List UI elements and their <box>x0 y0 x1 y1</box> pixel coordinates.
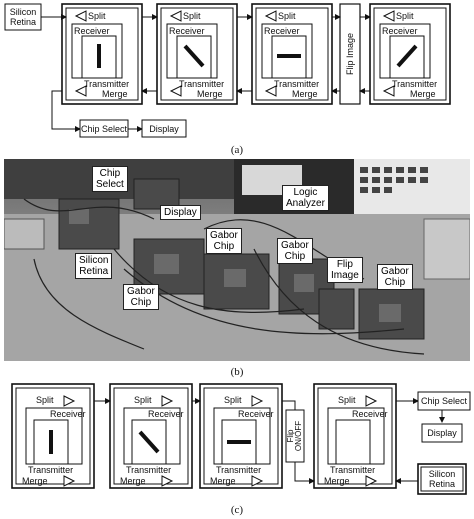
callout-flip-image: Flip Image <box>327 257 363 283</box>
svg-text:Receiver: Receiver <box>352 409 388 419</box>
caption-a: (a) <box>231 144 244 156</box>
callout-silicon-retina: Silicon Retina <box>75 253 113 279</box>
transmitter-label: Transmitter <box>84 79 129 89</box>
svg-text:Transmitter: Transmitter <box>274 79 319 89</box>
svg-text:Split: Split <box>396 11 414 21</box>
panel-a-diagram: Silicon Retina Split Receiver Transmitte… <box>4 3 451 156</box>
svg-text:Merge: Merge <box>210 476 236 486</box>
gabor-module-a-3: Split Receiver Transmitter Merge <box>251 3 333 105</box>
svg-text:Transmitter: Transmitter <box>28 465 73 475</box>
silicon-retina-label-a-1: Silicon <box>10 7 37 17</box>
chip-select-box-c: Chip Select <box>417 391 471 411</box>
photo-scene <box>4 159 470 361</box>
svg-text:Split: Split <box>338 395 356 405</box>
svg-text:Receiver: Receiver <box>264 26 300 36</box>
svg-text:Receiver: Receiver <box>169 26 205 36</box>
caption-b: (b) <box>230 366 244 378</box>
svg-text:Transmitter: Transmitter <box>392 79 437 89</box>
callout-gabor-chip-4: Gabor Chip <box>123 284 159 310</box>
svg-text:Receiver: Receiver <box>382 26 418 36</box>
svg-text:Merge: Merge <box>22 476 48 486</box>
gabor-module-c-2: Split Receiver Transmitter Merge <box>109 383 193 489</box>
caption-c: (c) <box>231 504 244 516</box>
svg-text:Split: Split <box>183 11 201 21</box>
lab-setup-photo <box>4 159 470 361</box>
silicon-retina-box-c: Silicon Retina <box>417 463 467 495</box>
panel-c-diagram: Split Receiver Transmitter Merge Split R… <box>11 383 471 516</box>
chip-select-box-a: Chip Select <box>79 119 129 138</box>
connections-a <box>51 14 371 132</box>
silicon-retina-label-a-2: Retina <box>10 17 36 27</box>
gabor-module-c-4: Split Receiver Transmitter Merge <box>313 383 397 489</box>
connections-c <box>94 398 445 484</box>
silicon-retina-label-c-2: Retina <box>429 479 455 489</box>
gabor-bar-anti-diagonal <box>396 44 418 68</box>
callout-chip-select: Chip Select <box>92 166 128 192</box>
svg-text:Receiver: Receiver <box>148 409 184 419</box>
callout-display: Display <box>160 205 201 220</box>
silicon-retina-label-c-1: Silicon <box>429 469 456 479</box>
display-label-c: Display <box>427 428 457 438</box>
display-label-a: Display <box>149 124 179 134</box>
flip-label-c-2: ON/OFF <box>294 421 303 451</box>
svg-text:Receiver: Receiver <box>50 409 86 419</box>
svg-text:Merge: Merge <box>410 89 436 99</box>
gabor-module-c-1: Split Receiver Transmitter Merge <box>11 383 95 489</box>
chip-select-label-c: Chip Select <box>421 396 468 406</box>
gabor-module-a-1: Split Receiver Transmitter Merge <box>61 3 143 105</box>
svg-text:Merge: Merge <box>120 476 146 486</box>
display-box-c: Display <box>421 423 463 443</box>
svg-text:Receiver: Receiver <box>238 409 274 419</box>
flip-label-c-1: Flip <box>286 429 295 442</box>
gabor-module-a-4: Split Receiver Transmitter Merge <box>369 3 451 105</box>
callout-logic-analyzer: Logic Analyzer <box>282 185 329 211</box>
chip-select-label-a: Chip Select <box>81 124 128 134</box>
svg-text:Transmitter: Transmitter <box>126 465 171 475</box>
silicon-retina-box-a: Silicon Retina <box>4 3 42 31</box>
svg-text:Split: Split <box>224 395 242 405</box>
gabor-module-c-3: Split Receiver Transmitter Merge <box>199 383 283 489</box>
display-box-a: Display <box>141 119 187 138</box>
svg-text:Transmitter: Transmitter <box>330 465 375 475</box>
gabor-bar-diagonal <box>183 44 205 68</box>
svg-text:Split: Split <box>278 11 296 21</box>
gabor-module-a-2: Split Receiver Transmitter Merge <box>156 3 238 105</box>
flip-image-box-a: Flip Image <box>339 3 361 105</box>
svg-text:Merge: Merge <box>324 476 350 486</box>
flip-onoff-box-c: Flip ON/OFF <box>285 409 305 463</box>
svg-text:Transmitter: Transmitter <box>179 79 224 89</box>
svg-text:Transmitter: Transmitter <box>216 465 261 475</box>
gabor-bar-vertical <box>97 44 101 68</box>
callout-gabor-chip-2: Gabor Chip <box>277 238 313 264</box>
svg-text:Merge: Merge <box>197 89 223 99</box>
callout-gabor-chip-3: Gabor Chip <box>377 264 413 290</box>
merge-label: Merge <box>102 89 128 99</box>
flip-image-label-a: Flip Image <box>345 33 355 75</box>
svg-text:Split: Split <box>36 395 54 405</box>
split-label: Split <box>88 11 106 21</box>
receiver-label: Receiver <box>74 26 110 36</box>
svg-text:Merge: Merge <box>292 89 318 99</box>
gabor-bar-horizontal <box>277 54 301 58</box>
svg-text:Split: Split <box>134 395 152 405</box>
callout-gabor-chip-1: Gabor Chip <box>206 228 242 254</box>
